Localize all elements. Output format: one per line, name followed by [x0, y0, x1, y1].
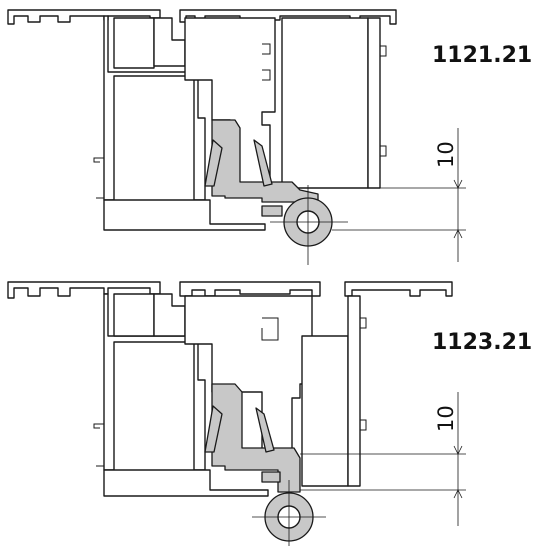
dimension-label: 10: [434, 141, 458, 168]
profile-code: 1123.21: [432, 330, 532, 355]
section-1123-21: 10 1123.21: [7, 281, 532, 546]
sash-clips: [360, 317, 367, 431]
dimension-label: 10: [434, 405, 458, 432]
frame-left-upper-chamber: [113, 17, 155, 69]
gasket-lip-right: [253, 139, 273, 187]
sash-right-rail: [367, 17, 381, 189]
dim-arrows: [453, 445, 463, 499]
section-1121-21: 10 1121.21: [7, 9, 532, 265]
dim-extension-lines: [300, 392, 466, 526]
frame-left-leg: [103, 469, 269, 497]
gasket-lip-right: [255, 407, 275, 453]
top-flange-far-right: [344, 281, 453, 297]
frame-left-chamber: [113, 75, 195, 221]
gasket-lip-left: [204, 405, 223, 453]
top-flange-left: [7, 281, 161, 299]
gasket-tab: [261, 471, 281, 483]
hinge-center-mark: [252, 480, 326, 546]
top-flange-right: [179, 281, 321, 297]
sash-glass-chamber: [301, 335, 349, 487]
frame-left-chamber: [113, 341, 195, 493]
hinge-center-mark: [270, 185, 348, 265]
profile-code: 1121.21: [432, 43, 532, 68]
frame-left-leg: [103, 199, 266, 231]
frame-top-inner: [153, 293, 186, 337]
dim-extension-lines: [300, 128, 466, 262]
frame-left-upper-chamber: [113, 293, 155, 337]
sash-glass-chamber: [281, 17, 369, 189]
hinge-gasket: [211, 383, 301, 493]
frame-left-lip: [93, 423, 104, 467]
frame-top-inner: [153, 17, 186, 67]
gasket-tab: [261, 205, 283, 217]
sash-right-rail: [347, 295, 361, 487]
dim-arrows: [453, 179, 463, 239]
sash-latch: [261, 317, 279, 341]
frame-left-lip: [93, 157, 104, 199]
top-flange-right: [179, 9, 397, 25]
sash-clips: [262, 43, 387, 157]
gasket-lip-left: [204, 139, 223, 187]
hinge-gasket: [211, 119, 319, 203]
